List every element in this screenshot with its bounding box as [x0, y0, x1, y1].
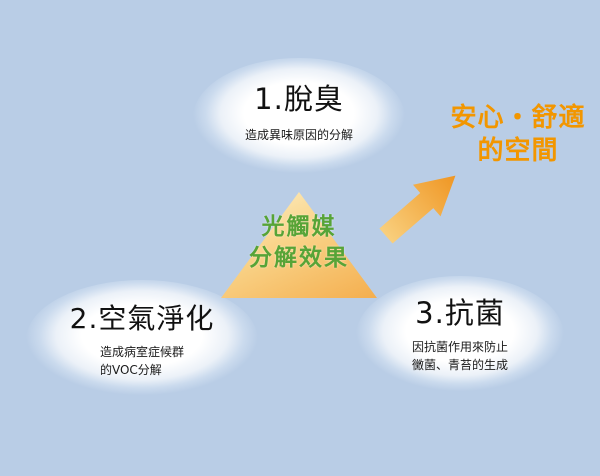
bubble-antibacterial-desc: 因抗菌作用來防止 黴菌、青苔的生成: [356, 338, 564, 375]
desc-line: 因抗菌作用來防止: [411, 339, 508, 354]
desc-line: 黴菌、青苔的生成: [411, 358, 508, 373]
bubble-deodorize: 1.脫臭 造成異味原因的分解: [193, 58, 405, 178]
bubble-air-purification: 2.空氣淨化 造成病室症候群 的VOC分解: [26, 280, 258, 400]
bubble-antibacterial: 3.抗菌 因抗菌作用來防止 黴菌、青苔的生成: [356, 276, 564, 396]
arrow-up-right-icon: [379, 175, 456, 244]
bubble-antibacterial-title: 3.抗菌: [415, 296, 505, 330]
desc-line: 造成病室症候群: [99, 344, 184, 359]
desc-line: 造成異味原因的分解: [244, 127, 353, 142]
photocatalyst-label-line1: 光觸媒: [261, 214, 337, 240]
bubble-deodorize-title: 1.脫臭: [254, 82, 344, 116]
result-label: 安心・舒適 的空間: [438, 102, 598, 167]
bubble-air-purification-desc: 造成病室症候群 的VOC分解: [26, 343, 258, 380]
photocatalyst-label-line2: 分解效果: [249, 245, 349, 272]
desc-line: 的VOC分解: [99, 363, 162, 378]
result-label-line1: 安心・舒適: [450, 103, 586, 133]
photocatalyst-label: 光觸媒 分解效果: [224, 212, 374, 274]
result-label-line2: 的空間: [477, 135, 559, 166]
bubble-air-purification-title: 2.空氣淨化: [69, 302, 215, 335]
bubble-deodorize-desc: 造成異味原因的分解: [193, 126, 405, 145]
